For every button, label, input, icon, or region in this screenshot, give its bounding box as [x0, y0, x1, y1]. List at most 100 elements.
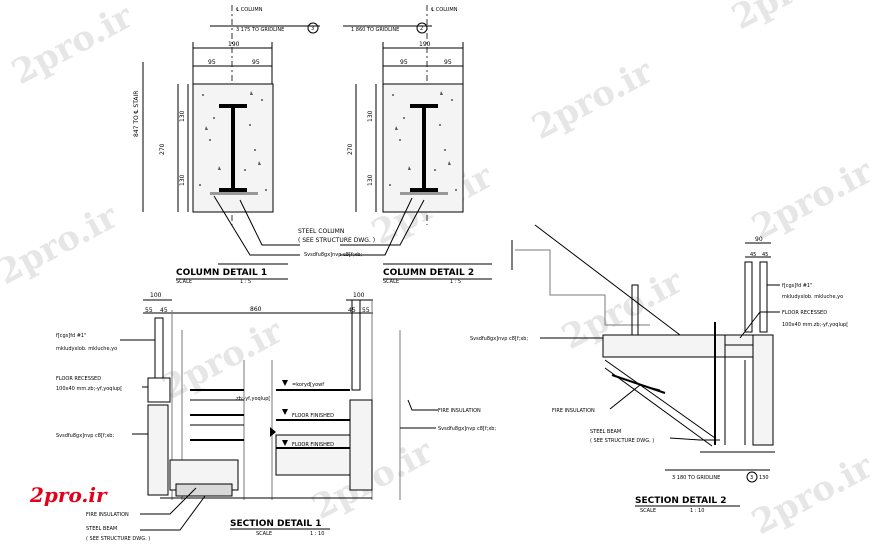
- level-mid: zb;-yf,yoqlup[: [236, 396, 270, 402]
- dim-top: 90: [755, 236, 763, 243]
- dim-a: 45: [750, 252, 756, 258]
- column-leaders: STEEL COLUMN ( SEE STRUCTURE DWG. ) Svsd…: [213, 195, 425, 258]
- i-beam-web: [422, 108, 426, 188]
- stair-profile: [515, 249, 650, 326]
- section-arrow: [270, 427, 276, 437]
- handrail-post: [351, 299, 361, 391]
- i-beam-bottom-flange: [219, 188, 247, 192]
- stair-soffit: [604, 359, 716, 439]
- concrete-encasement: [147, 404, 169, 496]
- dim-left-b: 45: [160, 307, 168, 314]
- see-structure-label: ( SEE STRUCTURE DWG. ): [86, 536, 150, 542]
- scale-label: SCALE: [383, 279, 399, 285]
- dim-height: 270: [159, 143, 166, 155]
- dim-b: 45: [762, 252, 768, 258]
- fire-insulation-bottom: FIRE INSULATION: [86, 512, 129, 518]
- watermark: 2pro.ir: [745, 446, 880, 543]
- grid-bubble-label: 3: [750, 475, 753, 481]
- i-beam-top-flange: [410, 104, 438, 108]
- left-ref: Svsdfu8gx]nvp c8[f;xb;: [470, 336, 528, 342]
- dim-total: 190: [228, 41, 240, 48]
- watermark: 2pro.ir: [155, 311, 290, 408]
- see-structure-label: ( SEE STRUCTURE DWG. ): [298, 237, 375, 244]
- recessed-size: 100x40 mm.zb;-yf,yoqlup[: [782, 322, 848, 328]
- grid-bubble: [746, 471, 758, 483]
- fire-insulation-right: FIRE INSULATION: [438, 408, 481, 414]
- handrail-post: [744, 261, 753, 333]
- column-detail-2: ℄ COLUMN 1 860 TO GRIDLINE 2 190 95 95 2…: [343, 5, 492, 285]
- detail-title: COLUMN DETAIL 2: [383, 268, 474, 278]
- dim-height: 270: [347, 143, 354, 155]
- level-marker: [282, 440, 288, 446]
- column-detail-1: ℄ COLUMN 3 175 TO GRIDLINE 3 190 95 95 2…: [133, 5, 320, 285]
- i-beam-bottom-flange: [410, 188, 438, 192]
- scale-value: 1 : 10: [310, 531, 324, 537]
- floor-finished-1: FLOOR FINISHED: [292, 413, 334, 419]
- grid-bubble: [416, 22, 428, 34]
- dim-lower: 130: [367, 174, 374, 186]
- dim-right: 95: [444, 59, 452, 66]
- floor-recessed: FLOOR RECESSED: [56, 376, 101, 382]
- i-beam-web: [231, 108, 235, 188]
- dim-right-total: 100: [353, 292, 365, 299]
- dim-span: 860: [250, 306, 262, 313]
- stair-soffit: [604, 367, 713, 447]
- watermark: 2pro.ir: [525, 51, 660, 148]
- fire-insulation-label: FIRE INSULATION: [552, 408, 595, 414]
- level-marker: [282, 409, 288, 415]
- scale-label: SCALE: [256, 531, 272, 537]
- leader-line: [340, 199, 425, 246]
- dim-left-a: 55: [145, 307, 153, 314]
- leader-line: [609, 384, 661, 410]
- dim-right-b: 55: [362, 307, 370, 314]
- left-ref: Svsdfu8gx]nvp c8[f;xb;: [56, 433, 114, 439]
- concrete-hatch: [199, 91, 267, 191]
- note-top-2: mkludyxlob. mkluche,yo: [56, 346, 117, 352]
- recessed-size: 100x40 mm.zb;-yf,yoqlup[: [56, 386, 122, 392]
- scale-value: 1 : 5: [450, 279, 461, 285]
- concrete-encasement: [752, 334, 774, 446]
- grid-bubble-label: 3: [311, 26, 314, 32]
- leader-line: [239, 199, 300, 246]
- stair-slope-line: [534, 224, 681, 336]
- leader-line: [140, 495, 206, 531]
- concrete-hatch: [389, 91, 457, 191]
- note-top-2: mkludyxlob. mkluche,yo: [782, 294, 843, 300]
- stair-ref: 847 TO ℄ STAIR: [133, 91, 140, 137]
- scale-value: 1 : 10: [690, 508, 704, 514]
- detail-title: SECTION DETAIL 1: [230, 519, 322, 529]
- floor-recessed: FLOOR RECESSED: [782, 310, 827, 316]
- leader-line: [739, 311, 780, 339]
- watermark: 2pro.ir: [0, 196, 125, 293]
- steel-column-label: STEEL COLUMN: [298, 228, 344, 235]
- steel-beam: [175, 483, 233, 497]
- leader-line: [669, 437, 720, 441]
- watermark: 2pro.ir: [5, 0, 140, 93]
- detail-title: COLUMN DETAIL 1: [176, 268, 267, 278]
- leader-line: [340, 197, 413, 256]
- centerline-label: ℄ COLUMN: [431, 7, 458, 13]
- base-plate: [400, 192, 448, 195]
- floor-finished-2: FLOOR FINISHED: [292, 442, 334, 448]
- note-top-1: f[cgs]fd #1": [782, 283, 812, 289]
- leader-line: [140, 487, 197, 515]
- dim-right: 95: [252, 59, 260, 66]
- gridline-ref: 3 175 TO GRIDLINE: [236, 27, 284, 33]
- dim-left-total: 100: [150, 292, 162, 299]
- dim-total: 190: [419, 41, 431, 48]
- centerline-label: ℄ COLUMN: [236, 7, 263, 13]
- gridline-ref: 3 180 TO GRIDLINE: [672, 475, 720, 481]
- detail-title: SECTION DETAIL 2: [635, 496, 727, 506]
- ref-note: Svsdfu8gx]nvp c8[f;xb;: [304, 252, 362, 258]
- level-top: =koryd[yowf: [292, 382, 324, 388]
- dim-left: 95: [208, 59, 216, 66]
- scale-value: 1 : 5: [240, 279, 251, 285]
- concrete-encasement: [349, 399, 373, 491]
- i-beam-top-flange: [219, 104, 247, 108]
- steel-beam-label: STEEL BEAM: [86, 526, 117, 532]
- scale-label: SCALE: [176, 279, 192, 285]
- see-structure-label: ( SEE STRUCTURE DWG. ): [590, 438, 654, 444]
- gridline-ref: 1 860 TO GRIDLINE: [351, 27, 399, 33]
